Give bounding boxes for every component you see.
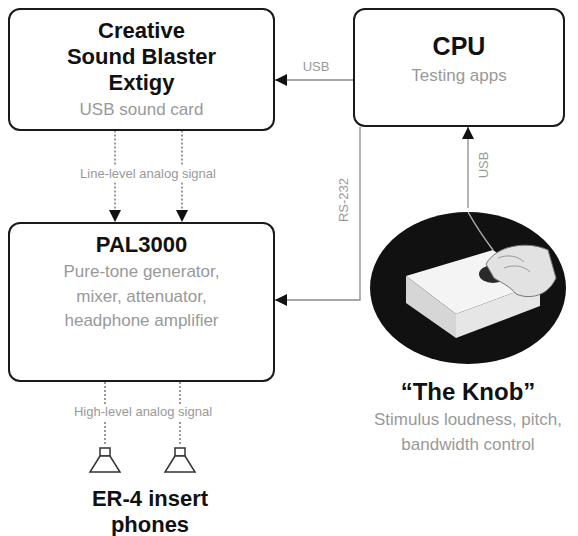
- computer-box: CPUTesting apps: [353, 8, 565, 127]
- node-title: “The Knob”: [368, 378, 568, 406]
- node-subtitle: USB sound card: [22, 98, 262, 123]
- cable-line: [467, 127, 468, 208]
- cable-line: [275, 79, 353, 80]
- controller-figure: “The Knob”Stimulus loudness, pitch, band…: [368, 208, 568, 458]
- connector-label: RS-232: [336, 175, 352, 225]
- node-title: CPU: [364, 32, 554, 62]
- earphone-figure: ER-4 insert phones: [45, 446, 255, 536]
- device-box: PAL3000Pure-tone generator, mixer, atten…: [8, 222, 275, 382]
- node-subtitle: Pure-tone generator, mixer, attenuator, …: [57, 260, 227, 334]
- connector-label: USB: [476, 149, 492, 182]
- connector-label: Line-level analog signal: [77, 166, 219, 182]
- connector-label: High-level analog signal: [71, 404, 215, 420]
- node-title: ER-4 insert phones: [70, 486, 230, 536]
- node-subtitle: Testing apps: [364, 64, 554, 89]
- connector-label: USB: [300, 59, 333, 75]
- insert-phone-icons: [45, 446, 255, 476]
- node-title: PAL3000: [22, 232, 262, 258]
- device-box: Creative Sound Blaster ExtigyUSB sound c…: [8, 8, 275, 131]
- node-subtitle: Stimulus loudness, pitch, bandwidth cont…: [368, 408, 568, 457]
- node-title: Creative Sound Blaster Extigy: [64, 18, 219, 96]
- cable-line: [275, 127, 360, 300]
- knob-photo: [368, 208, 568, 368]
